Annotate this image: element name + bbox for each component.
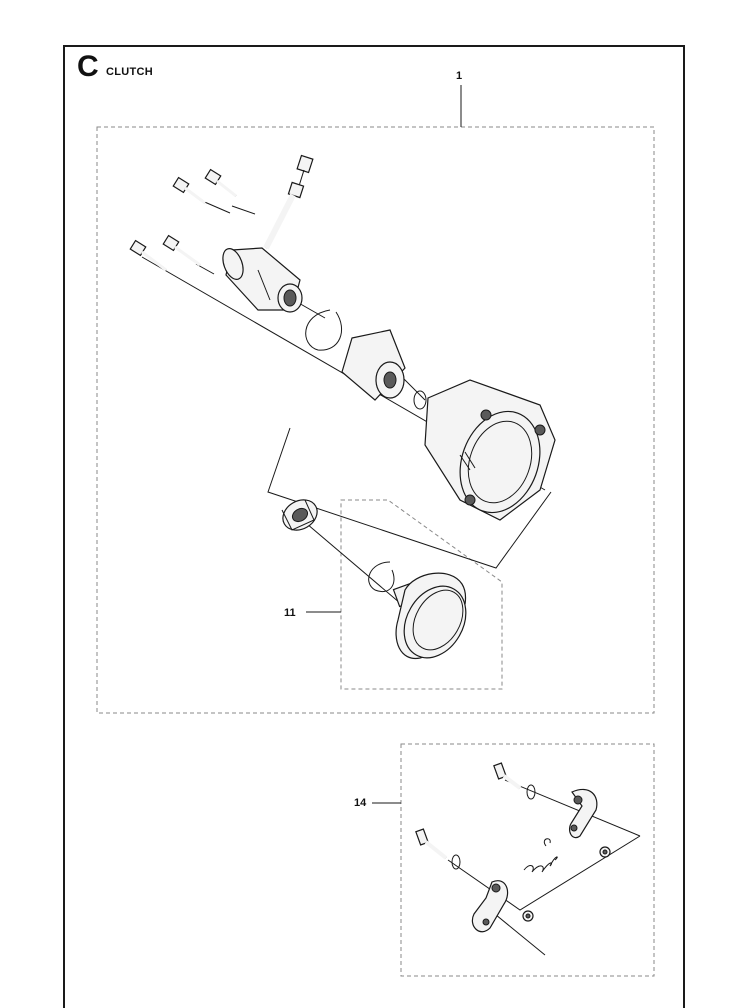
screw-icon[interactable]: [129, 239, 167, 272]
screw-icon[interactable]: [172, 176, 206, 205]
circlip-icon[interactable]: [305, 309, 343, 351]
shoulder-bolt-icon[interactable]: [415, 828, 448, 860]
washer-icon[interactable]: [522, 910, 534, 922]
callout-11[interactable]: 11: [284, 607, 296, 619]
washer-icon[interactable]: [599, 846, 611, 858]
clutch-drum-icon[interactable]: [392, 572, 478, 669]
spring-icon[interactable]: [523, 838, 558, 873]
callout-14[interactable]: 14: [354, 797, 367, 809]
callout-1[interactable]: 1: [456, 70, 463, 82]
group-box-14: [400, 743, 655, 977]
shoulder-bolt-icon[interactable]: [493, 762, 522, 790]
washer-icon[interactable]: [526, 784, 536, 800]
sleeve-icon[interactable]: [341, 329, 406, 401]
clutch-shoe-icon[interactable]: [568, 788, 598, 839]
section-letter: C: [77, 50, 99, 83]
clamp-collar-icon[interactable]: [219, 246, 303, 313]
screw-icon[interactable]: [162, 234, 201, 267]
clutch-housing-icon[interactable]: [424, 379, 556, 524]
section-title: CLUTCH: [106, 66, 154, 78]
group-box-11: [340, 499, 503, 690]
guide-line-bearing: [267, 427, 552, 569]
circlip-icon[interactable]: [368, 561, 395, 592]
diagram-frame: [63, 45, 685, 1008]
circlip-icon[interactable]: [413, 390, 427, 410]
bolt-icon[interactable]: [263, 154, 314, 250]
clutch-shoe-icon[interactable]: [471, 880, 509, 933]
guide-screw-a: [231, 205, 256, 215]
guide-14-bottom: [489, 909, 546, 956]
washer-icon[interactable]: [451, 854, 461, 870]
guide-14-mid: [447, 835, 641, 911]
bearing-icon[interactable]: [277, 494, 322, 536]
screw-icon[interactable]: [204, 168, 237, 198]
group-box-1: [96, 126, 655, 714]
